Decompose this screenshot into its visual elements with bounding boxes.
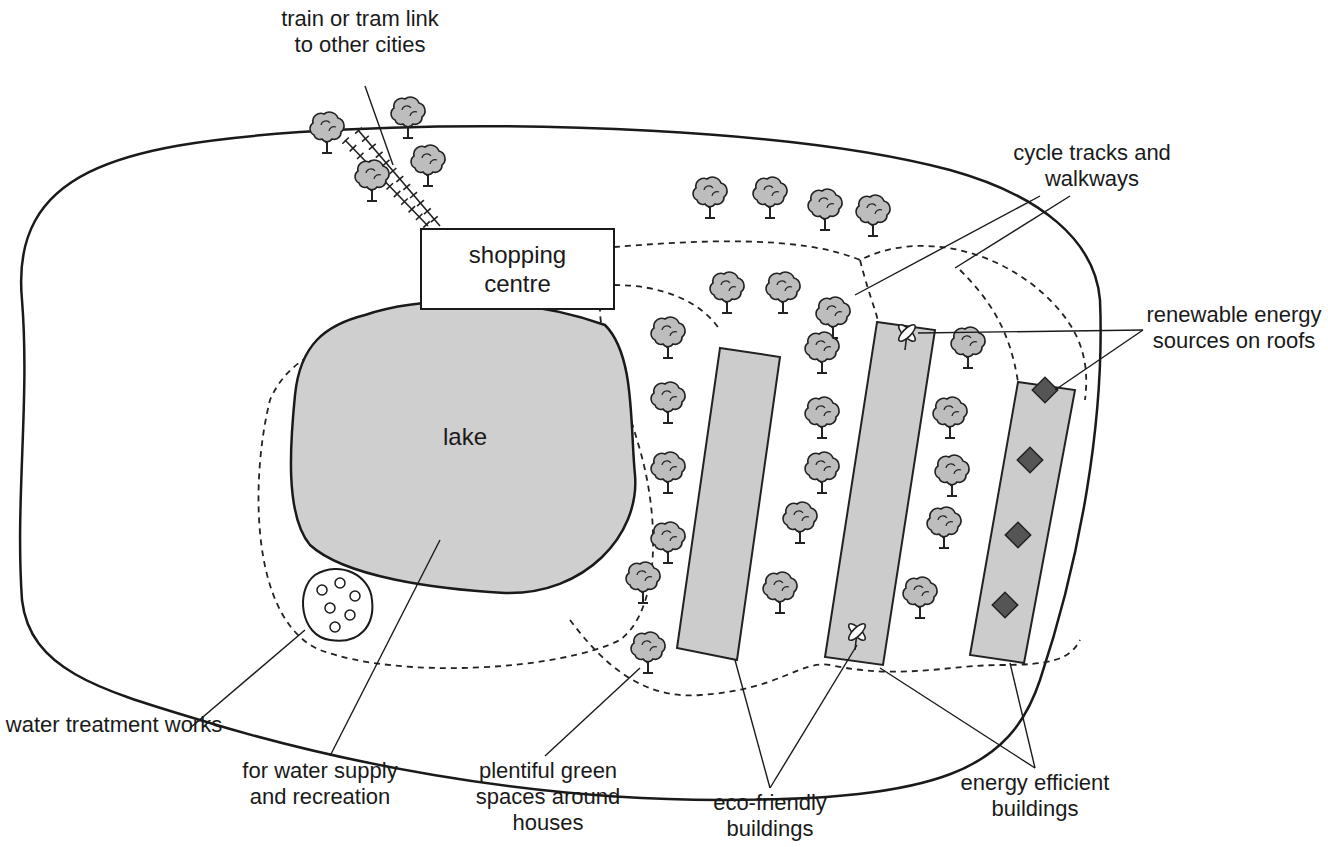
eco-building	[677, 348, 780, 660]
solar-panel	[992, 377, 1057, 617]
tree	[310, 112, 344, 153]
tree	[856, 195, 890, 236]
tree	[805, 397, 839, 438]
tree	[710, 272, 744, 313]
water-treatment	[303, 569, 372, 641]
callout-label: energy efficient buildings	[960, 770, 1110, 822]
eco-building	[825, 322, 935, 665]
tree	[631, 632, 665, 673]
leader-line	[190, 86, 1143, 788]
lake-shape: lake	[285, 295, 645, 600]
tree	[391, 97, 425, 138]
shopping-label: shopping centre	[448, 240, 588, 298]
tree	[903, 577, 937, 618]
tree	[355, 160, 389, 201]
tree	[693, 177, 727, 218]
tree	[951, 327, 985, 368]
tree	[808, 189, 842, 230]
callout-label: cycle tracks and walkways	[997, 140, 1187, 192]
tree	[651, 522, 685, 563]
callout-label: renewable energy sources on roofs	[1144, 302, 1324, 354]
tram-track	[345, 130, 440, 226]
efficient-building	[970, 382, 1075, 663]
callout-label: train or tram link to other cities	[275, 6, 445, 58]
tree	[933, 397, 967, 438]
tree	[651, 317, 685, 358]
lake-label: lake	[285, 423, 645, 451]
cycle-track	[258, 241, 1086, 695]
callout-label: for water supply and recreation	[235, 758, 405, 810]
tree	[651, 452, 685, 493]
callout-label: plentiful green spaces around houses	[443, 758, 653, 836]
tree	[626, 562, 660, 603]
tree	[766, 272, 800, 313]
tree	[805, 452, 839, 493]
tree	[805, 332, 839, 373]
tree	[935, 455, 969, 496]
callout-label: eco-friendly buildings	[685, 790, 855, 842]
tree	[411, 145, 445, 186]
tree	[783, 502, 817, 543]
tree	[651, 382, 685, 423]
callout-label: water treatment works	[4, 712, 224, 738]
tree	[763, 572, 797, 613]
city-boundary	[20, 126, 1101, 800]
tree	[927, 507, 961, 548]
tree	[753, 177, 787, 218]
shopping-box: shopping centre	[420, 228, 615, 310]
